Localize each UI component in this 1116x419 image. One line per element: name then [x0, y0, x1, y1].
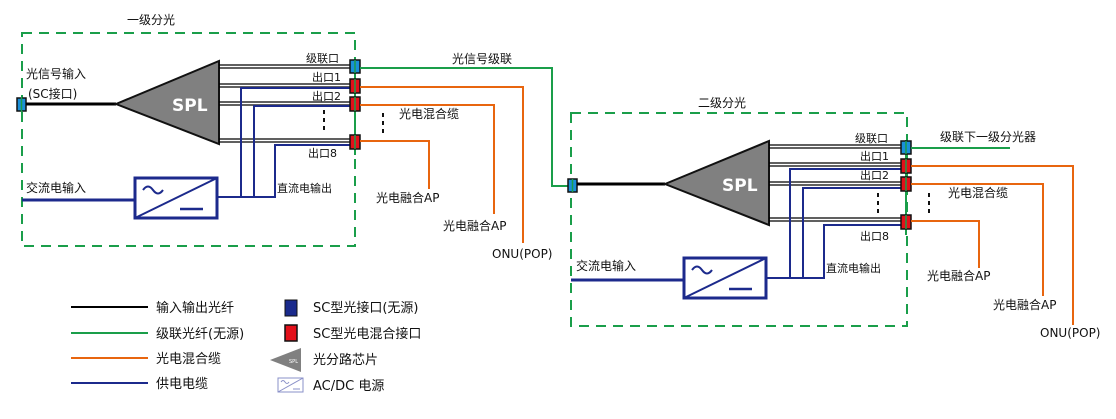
acdc-converter-icon	[277, 377, 304, 393]
legend-item-hybrid-port: SC型光电混合接口	[284, 324, 421, 342]
stage2-out1-hybrid-port	[900, 158, 912, 174]
legend-item-io-fiber: 输入输出光纤	[71, 300, 234, 316]
cascade-next-label: 级联下一级分光器	[940, 130, 1036, 144]
stage2-hybrid-cable-label: 光电混合缆	[948, 185, 1008, 200]
stage1-spl-chip: SPL	[113, 59, 220, 146]
stage1-hybrid-cable-ap2	[360, 104, 495, 214]
stage1-title: 一级分光	[127, 13, 175, 27]
stage1-cascade-sc-port	[349, 59, 361, 74]
cascade-fiber-link	[360, 67, 568, 187]
stage1-dc-power-cables	[217, 87, 350, 198]
legend-label: SC型光电混合接口	[313, 326, 421, 342]
legend-label: SC型光接口(无源)	[313, 300, 418, 316]
stage1-dc-output-label: 直流电输出	[277, 181, 332, 195]
legend-item-sc-port: SC型光接口(无源)	[284, 299, 418, 317]
legend-label: 级联光纤(无源)	[156, 327, 244, 342]
stage1-external-links: 光信号级联 光电混合缆 光电融合AP 光电融合AP ONU(POP)	[360, 52, 568, 261]
stage1-input-label: 光信号输入	[26, 66, 86, 81]
stage2-out8-hybrid-port	[900, 214, 912, 230]
spl-triangle-icon: SPL	[270, 348, 301, 372]
legend-label: AC/DC 电源	[313, 379, 384, 394]
stage1-hybrid-cable-onu	[360, 86, 524, 243]
stage2-hybrid-cable-ap1	[911, 220, 980, 268]
stage1-input-sc-port	[16, 97, 27, 112]
stage1-cascade-port-label: 级联口	[306, 52, 339, 65]
stage1-onu-label: ONU(POP)	[492, 247, 553, 261]
stage1-spl-label: SPL	[172, 96, 208, 116]
stage2-output-fibers	[769, 144, 902, 222]
stage1-ap1-label: 光电融合AP	[376, 190, 439, 205]
legend-item-hybrid-cable: 光电混合缆	[71, 351, 221, 367]
stage1-acdc-converter-icon	[133, 176, 219, 220]
stage1-out2-label: 出口2	[312, 89, 341, 103]
stage1-out2-hybrid-port	[349, 96, 361, 112]
stage2-out2-label: 出口2	[860, 168, 889, 182]
stage2-hybrid-cable-ap2	[911, 183, 1044, 296]
legend-label: 光分路芯片	[313, 352, 378, 368]
stage2-external-links: 级联下一级分光器 光电混合缆 光电融合AP 光电融合AP ONU(POP)	[911, 130, 1101, 340]
spl-mini-label: SPL	[289, 359, 298, 365]
stage2-title: 二级分光	[698, 96, 746, 110]
stage2-input-sc-port	[567, 178, 578, 193]
stage2-hybrid-cable-onu	[911, 165, 1074, 325]
legend: 输入输出光纤 级联光纤(无源) 光电混合缆 供电电缆 SC型光接口(无源) SC…	[71, 299, 421, 394]
stage1-out1-hybrid-port	[349, 78, 361, 94]
stage2-ac-input-label: 交流电输入	[576, 258, 636, 273]
stage1-ac-input-label: 交流电输入	[26, 180, 86, 195]
stage2-cascade-sc-port	[900, 140, 912, 155]
stage1-out8-label: 出口8	[308, 146, 337, 160]
stage2-spl-chip: SPL	[662, 139, 770, 227]
stage2-out1-label: 出口1	[860, 149, 889, 163]
legend-label: 光电混合缆	[156, 351, 221, 367]
stage2-spl-label: SPL	[722, 176, 758, 196]
stage1-hybrid-cable-label: 光电混合缆	[399, 106, 459, 121]
legend-item-cascade-fiber: 级联光纤(无源)	[71, 327, 244, 342]
blue-square-port-icon	[284, 299, 298, 317]
stage2-dc-power-cables	[766, 168, 902, 279]
stage1-out1-label: 出口1	[312, 70, 341, 84]
legend-item-spl: SPL 光分路芯片	[270, 348, 378, 372]
legend-item-power-cable: 供电电缆	[71, 376, 208, 392]
stage2-acdc-converter-icon	[682, 256, 768, 300]
legend-label: 输入输出光纤	[156, 300, 234, 316]
stage1-hybrid-cable-ap1	[360, 140, 430, 189]
legend-item-acdc: AC/DC 电源	[277, 377, 384, 394]
stage1-group: 一级分光 光信号输入 (SC接口) SPL 级联口 出口1 出口2 出口8	[16, 13, 361, 247]
stage2-out2-hybrid-port	[900, 176, 912, 192]
stage1-input-label-sc: (SC接口)	[28, 86, 77, 101]
stage2-ap2-label: 光电融合AP	[993, 297, 1056, 312]
stage2-out8-label: 出口8	[860, 229, 889, 243]
stage2-cascade-port-label: 级联口	[855, 132, 888, 145]
cascade-link-label: 光信号级联	[452, 52, 512, 66]
stage1-out8-hybrid-port	[349, 134, 361, 150]
red-square-port-icon	[284, 324, 298, 342]
stage2-ap1-label: 光电融合AP	[927, 268, 990, 283]
stage2-onu-label: ONU(POP)	[1040, 326, 1101, 340]
stage2-group: 二级分光 SPL 级联口 出口1 出口2 出口8 交流电输入	[567, 96, 912, 327]
legend-label: 供电电缆	[156, 376, 208, 392]
stage1-ap2-label: 光电融合AP	[443, 218, 506, 233]
stage2-dc-output-label: 直流电输出	[826, 261, 881, 275]
